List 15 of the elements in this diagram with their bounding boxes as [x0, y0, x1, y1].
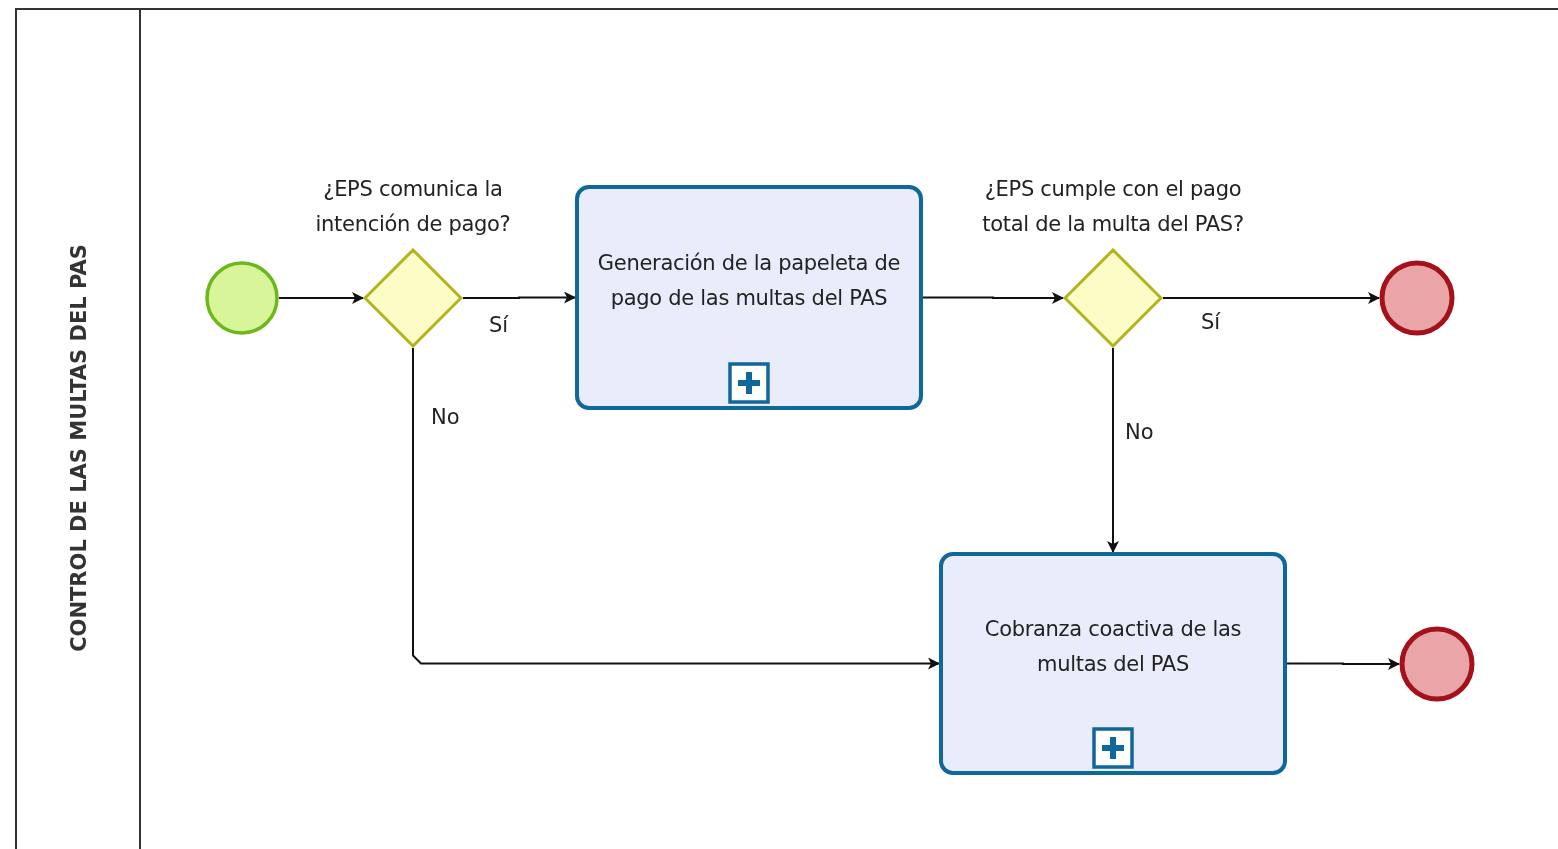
sequence-flow-arrow: [1286, 658, 1400, 670]
sequence-flow-arrow: [462, 291, 576, 304]
task-label: Generación de la papeleta de pago de las multas del PAS: [596, 249, 902, 312]
gateway-question: ¿EPS cumple con el pago total de la multa del PAS?: [981, 176, 1245, 238]
sequence-flow-arrow: [922, 292, 1064, 304]
sequence-flow-arrow: [1107, 347, 1119, 553]
pool-lane: [15, 8, 1558, 849]
subprocess-box: [939, 552, 1287, 775]
task-label: Cobranza coactiva de las multas del PAS: [983, 615, 1243, 678]
sequence-flow-arrow: [412, 347, 940, 670]
subprocess-box: [575, 185, 923, 410]
sequence-flow-arrow: [278, 292, 364, 304]
sequence-flow-arrow: [1162, 292, 1380, 304]
lane-title: CONTROL DE LAS MULTAS DEL PAS: [67, 244, 91, 652]
gateway-question: ¿EPS comunica la intención de pago?: [314, 176, 512, 238]
